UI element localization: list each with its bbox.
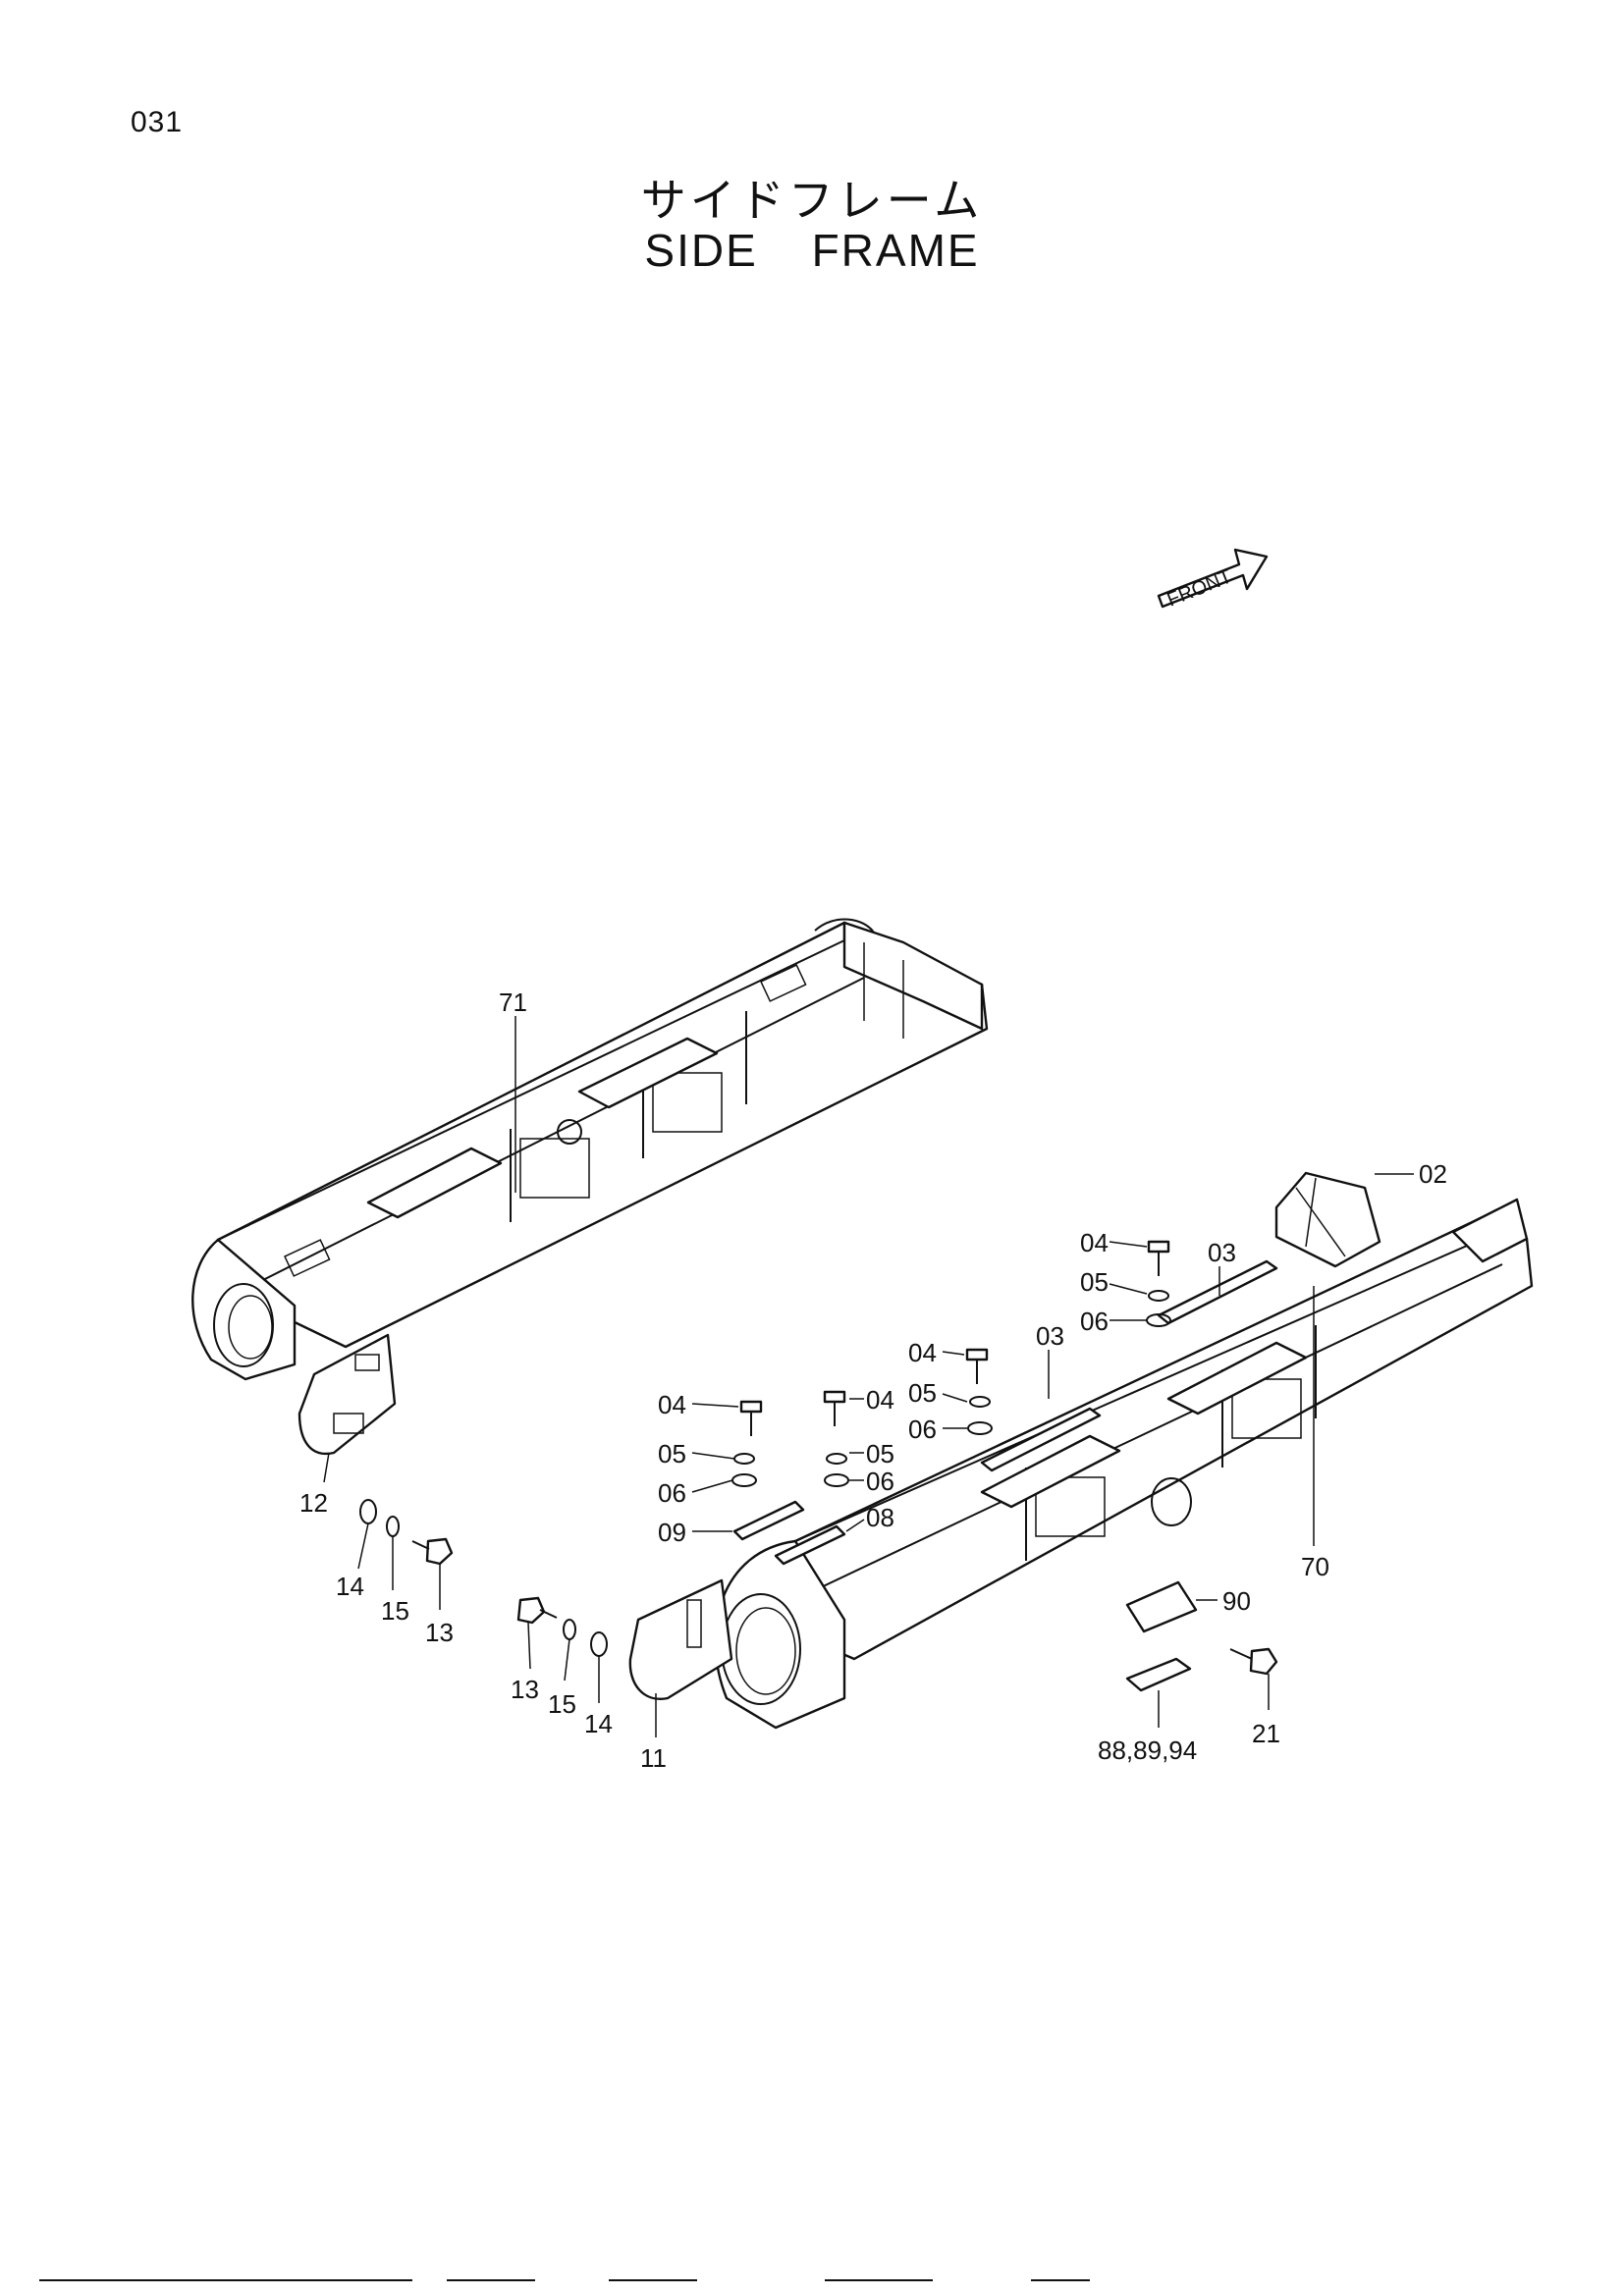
callout-05b: 05	[908, 1378, 937, 1408]
callout-13a: 13	[425, 1618, 454, 1647]
callout-12: 12	[299, 1488, 328, 1518]
bracket-02	[1274, 1171, 1381, 1268]
callout-05a: 05	[1080, 1267, 1109, 1297]
washer-05c-icon	[733, 1453, 755, 1465]
footer-rule	[1031, 2279, 1090, 2281]
callout-03a: 03	[1208, 1238, 1236, 1267]
washer-15a-icon	[386, 1516, 400, 1537]
bar-03a	[1157, 1259, 1278, 1325]
upper-side-frame	[191, 918, 989, 1381]
callout-70: 70	[1301, 1552, 1329, 1581]
bolt-04b-icon	[965, 1348, 989, 1384]
callout-88-89-94: 88,89,94	[1098, 1735, 1197, 1765]
front-arrow-icon: FRONT	[1157, 548, 1269, 612]
callout-11: 11	[640, 1743, 667, 1773]
plate-08	[774, 1524, 846, 1566]
callout-06a: 06	[1080, 1307, 1109, 1336]
washer-05b-icon	[969, 1396, 991, 1408]
callout-04c: 04	[658, 1390, 686, 1419]
bolt-04a-icon	[1147, 1240, 1170, 1276]
washer-06b-icon	[967, 1421, 993, 1435]
bolt-21-icon	[1229, 1647, 1278, 1676]
plate-09	[732, 1500, 805, 1541]
leader-lines	[323, 1016, 1414, 1737]
callout-06c: 06	[658, 1478, 686, 1508]
bolt-04d-icon	[823, 1390, 846, 1426]
block-88	[1125, 1657, 1192, 1692]
washer-06d-icon	[824, 1473, 849, 1487]
callout-15b: 15	[548, 1689, 576, 1719]
front-arrow-label: FRONT	[1164, 565, 1235, 611]
footer-rule	[447, 2279, 535, 2281]
callout-02: 02	[1419, 1159, 1447, 1189]
callout-14b: 14	[584, 1709, 613, 1738]
lower-side-frame	[714, 1198, 1534, 1730]
callout-06d: 06	[866, 1467, 894, 1496]
bolt-13a-icon	[411, 1537, 454, 1566]
washer-05a-icon	[1148, 1290, 1169, 1302]
block-90	[1125, 1580, 1198, 1633]
title-english: SIDE FRAME	[644, 225, 980, 276]
washer-14a-icon	[359, 1499, 377, 1524]
callout-04a: 04	[1080, 1228, 1109, 1257]
callout-04b: 04	[908, 1338, 937, 1367]
guard-plate-11	[628, 1578, 733, 1700]
washer-14b-icon	[590, 1631, 608, 1657]
title-japanese: サイドフレーム	[640, 174, 984, 227]
callout-15a: 15	[381, 1596, 409, 1626]
bar-03b	[980, 1407, 1102, 1472]
callout-21: 21	[1252, 1719, 1280, 1748]
page-number: 031	[131, 106, 184, 138]
callout-05c: 05	[658, 1439, 686, 1468]
footer-rule	[609, 2279, 697, 2281]
callout-06b: 06	[908, 1415, 937, 1444]
callout-08: 08	[866, 1503, 894, 1532]
footer-rule	[39, 2279, 412, 2281]
callout-13b: 13	[511, 1675, 539, 1704]
callout-09: 09	[658, 1518, 686, 1547]
callout-05d: 05	[866, 1439, 894, 1468]
callout-90: 90	[1222, 1586, 1251, 1616]
callout-71: 71	[499, 988, 527, 1017]
bolt-13b-icon	[516, 1596, 558, 1625]
bolt-04c-icon	[739, 1400, 763, 1436]
callout-03b: 03	[1036, 1321, 1064, 1351]
guard-plate-12	[298, 1333, 397, 1456]
footer-rule	[825, 2279, 933, 2281]
callout-14a: 14	[336, 1572, 364, 1601]
washer-06c-icon	[731, 1473, 757, 1487]
washer-05d-icon	[826, 1453, 847, 1465]
washer-15b-icon	[563, 1619, 576, 1640]
callout-04d: 04	[866, 1385, 894, 1415]
